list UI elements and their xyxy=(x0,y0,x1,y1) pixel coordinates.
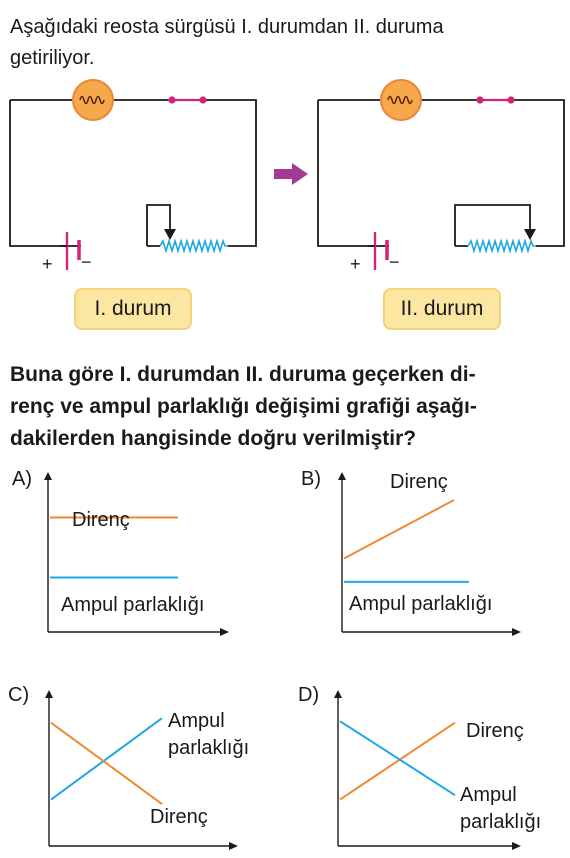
option-b-y-arrow-icon xyxy=(338,472,346,480)
option-b-graph[interactable]: B) Direnç Ampul parlaklığı xyxy=(285,460,570,660)
option-c-y-arrow-icon xyxy=(45,690,53,698)
battery-plus-label: + xyxy=(42,254,53,274)
option-c-brightness-line xyxy=(50,717,163,801)
option-d-graph[interactable]: D) Direnç Ampul parlaklığı xyxy=(285,676,570,858)
option-b-resistance-label: Direnç xyxy=(390,471,448,493)
option-a-brightness-label: Ampul parlaklığı xyxy=(61,594,204,616)
option-c-brightness-label-2: parlaklığı xyxy=(168,737,249,759)
circuit-state-1: + − + − xyxy=(9,79,565,274)
question-text: Buna göre I. durumdan II. duruma geçerke… xyxy=(10,359,560,455)
rheostat-coil xyxy=(467,238,536,254)
state-label-2: II. durum xyxy=(383,288,501,330)
option-d-y-arrow-icon xyxy=(334,690,342,698)
option-c-resistance-label: Direnç xyxy=(150,806,208,828)
option-a-x-arrow-icon xyxy=(220,628,229,636)
rheostat-coil xyxy=(159,238,228,254)
question-line-3: dakilerden hangisinde doğru verilmiştir? xyxy=(10,427,417,450)
option-d-brightness-line xyxy=(339,720,456,797)
option-b-resistance-line xyxy=(343,499,455,560)
option-b-x-arrow-icon xyxy=(512,628,521,636)
circuit-1-wire xyxy=(9,99,257,247)
lamp-icon xyxy=(72,79,114,121)
rheostat-slider xyxy=(454,204,531,246)
battery-plus-label: + xyxy=(350,254,361,274)
option-b-brightness-label: Ampul parlaklığı xyxy=(349,593,492,615)
transition-arrow-icon xyxy=(274,163,308,185)
slider-arrow-icon xyxy=(524,229,536,240)
battery-minus-label: − xyxy=(389,252,400,272)
switch-icon xyxy=(168,96,207,104)
intro-line-1: Aşağıdaki reosta sürgüsü I. durumdan II.… xyxy=(10,16,444,38)
intro-text: Aşağıdaki reosta sürgüsü I. durumdan II.… xyxy=(10,12,558,74)
circuit-1-group: + − xyxy=(9,79,257,274)
option-d-letter: D) xyxy=(298,684,319,706)
option-c-graph[interactable]: C) Ampul parlaklığı Direnç xyxy=(0,676,285,858)
intro-line-2: getiriliyor. xyxy=(10,47,95,69)
rheostat-slider xyxy=(146,204,171,246)
lamp-icon xyxy=(380,79,422,121)
option-d-brightness-label-1: Ampul xyxy=(460,784,517,806)
option-c-brightness-label-1: Ampul xyxy=(168,710,225,732)
question-line-1: Buna göre I. durumdan II. duruma geçerke… xyxy=(10,363,476,386)
option-d-resistance-label: Direnç xyxy=(466,720,524,742)
option-a-graph[interactable]: A) Direnç Ampul parlaklığı xyxy=(0,460,285,660)
battery-icon xyxy=(60,232,81,270)
option-b-letter: B) xyxy=(301,468,321,490)
option-a-y-arrow-icon xyxy=(44,472,52,480)
option-d-x-arrow-icon xyxy=(512,842,521,850)
battery-minus-label: − xyxy=(81,252,92,272)
option-c-x-arrow-icon xyxy=(229,842,238,850)
option-d-brightness-label-2: parlaklığı xyxy=(460,811,541,833)
option-a-resistance-label: Direnç xyxy=(72,509,130,531)
option-a-letter: A) xyxy=(12,468,32,490)
battery-icon xyxy=(368,232,389,270)
option-d-resistance-line xyxy=(339,721,456,801)
switch-icon xyxy=(476,96,515,104)
question-line-2: renç ve ampul parlaklığı değişimi grafiğ… xyxy=(10,395,477,418)
circuit-2-wire xyxy=(317,99,565,247)
state-label-1: I. durum xyxy=(74,288,192,330)
option-c-letter: C) xyxy=(8,684,29,706)
option-c-resistance-line xyxy=(50,721,163,805)
circuit-2-group: + − xyxy=(317,79,565,274)
slider-arrow-icon xyxy=(164,229,176,240)
